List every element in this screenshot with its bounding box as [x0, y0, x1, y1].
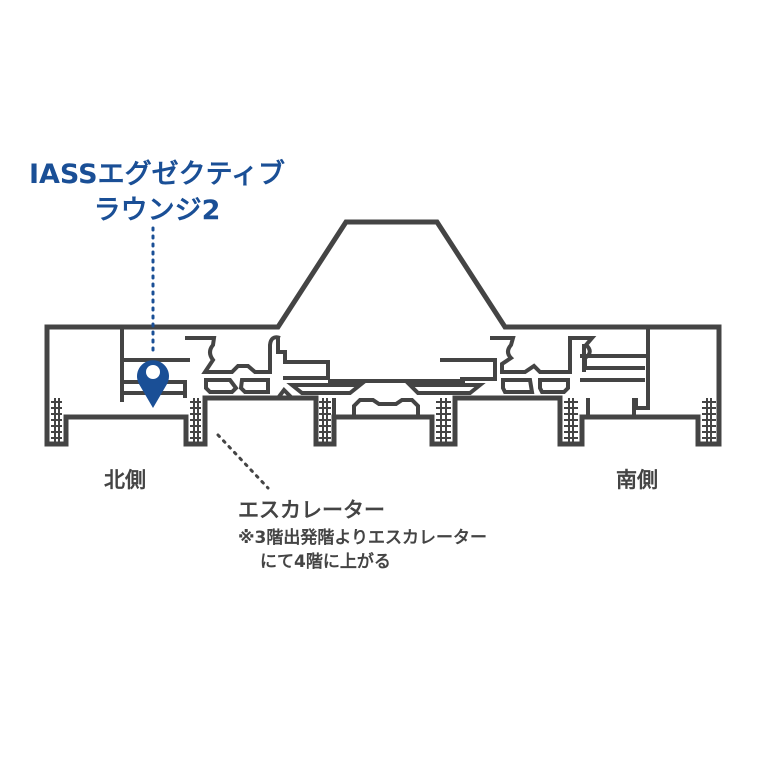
note-line1: ※3階出発階よりエスカレーター [238, 528, 488, 548]
interior-walls [120, 327, 650, 417]
lounge-name-line2: ラウンジ2 [93, 195, 221, 226]
escalator-steps [51, 398, 716, 444]
escalator-leader-line [216, 433, 270, 490]
location-pin-icon [137, 360, 169, 408]
note-line2: にて4階に上がる [260, 552, 391, 572]
escalator-label: エスカレーター [238, 498, 385, 522]
building-outline [44, 219, 722, 447]
south-label: 南側 [616, 468, 658, 492]
north-label: 北側 [104, 468, 146, 492]
lounge-name-line1: IASSエグゼクティブ [28, 159, 285, 190]
